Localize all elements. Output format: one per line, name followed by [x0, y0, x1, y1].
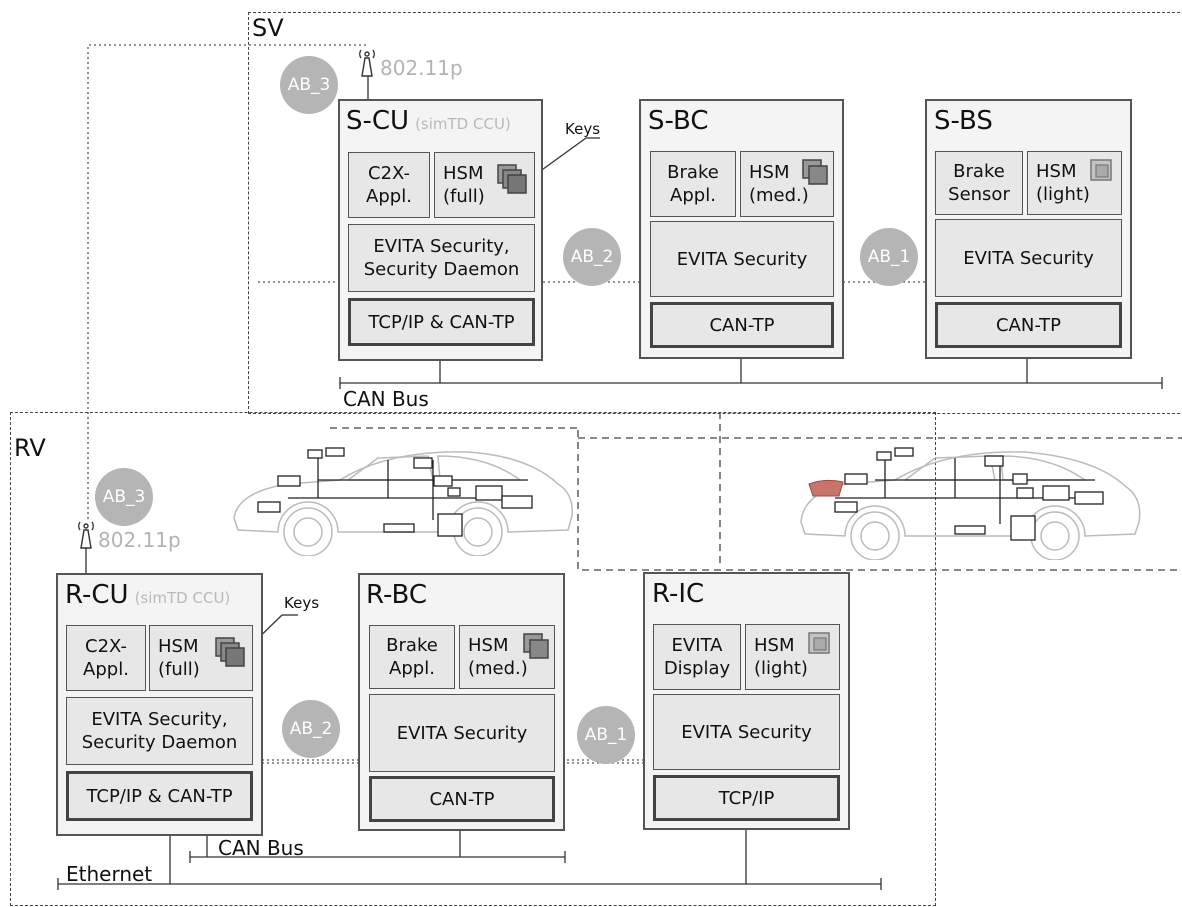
rv-zone-label: RV — [14, 434, 46, 462]
r-ic-hsm-box: HSM (light) — [745, 624, 840, 690]
sv-car-illustration — [800, 447, 1141, 560]
r-bc-transport-box: CAN-TP — [369, 776, 555, 822]
s-bs-transport-box: CAN-TP — [935, 302, 1122, 348]
r-cu-transport-box: TCP/IP & CAN-TP — [66, 771, 253, 821]
rv-car-illustration — [233, 447, 573, 556]
rv-keys-label: Keys — [284, 594, 320, 612]
s-bc-app-box: Brake Appl. — [650, 151, 736, 217]
sv-can-bus-label: CAN Bus — [343, 387, 429, 411]
r-ic-transport-box: TCP/IP — [653, 775, 840, 821]
sv-ab1-badge: AB_1 — [860, 228, 918, 286]
rv-ab2-badge: AB_2 — [282, 700, 340, 758]
r-cu-title: R-CU(simTD CCU) — [65, 580, 231, 610]
r-ic-hsm-label: HSM (light) — [754, 635, 808, 679]
sv-zone-label: SV — [252, 14, 284, 42]
r-bc-security-box: EVITA Security — [369, 694, 555, 772]
s-bc-security-box: EVITA Security — [650, 221, 834, 297]
r-bc-app-box: Brake Appl. — [369, 625, 455, 689]
r-ic-title: R-IC — [652, 579, 705, 609]
key-stack-icon — [496, 163, 528, 195]
sv-antenna-icon — [358, 44, 378, 78]
rv-ab3-badge: AB_3 — [95, 468, 153, 526]
sv-keys-label: Keys — [565, 120, 601, 138]
key-pair-icon — [801, 158, 829, 186]
s-bc-hsm-label: HSM (med.) — [749, 162, 809, 206]
r-bc-title: R-BC — [366, 580, 428, 610]
r-ic-app-box: EVITA Display — [653, 624, 741, 690]
r-cu-hsm-box: HSM (full) — [149, 625, 253, 691]
s-bs-security-box: EVITA Security — [935, 219, 1122, 297]
r-cu-subtitle: (simTD CCU) — [134, 589, 231, 607]
s-bs-hsm-box: HSM (light) — [1027, 151, 1122, 215]
rv-ethernet-label: Ethernet — [66, 862, 153, 886]
s-cu-hsm-label: HSM (full) — [443, 163, 485, 207]
s-cu-transport-box: TCP/IP & CAN-TP — [348, 298, 535, 346]
s-cu-title: S-CU(simTD CCU) — [346, 106, 511, 136]
s-cu-subtitle: (simTD CCU) — [415, 115, 511, 133]
key-single-icon — [1089, 158, 1117, 186]
s-bs-title: S-BS — [934, 106, 993, 136]
key-pair-icon — [522, 632, 550, 660]
s-bc-hsm-box: HSM (med.) — [740, 151, 834, 217]
rv-can-bus-label: CAN Bus — [218, 836, 304, 860]
key-stack-icon — [214, 636, 246, 668]
r-bc-hsm-label: HSM (med.) — [468, 635, 528, 679]
s-cu-hsm-box: HSM (full) — [434, 152, 535, 218]
s-cu-security-box: EVITA Security, Security Daemon — [348, 224, 535, 292]
rv-zone — [10, 412, 936, 906]
sv-80211p-label: 802.11p — [380, 56, 463, 80]
s-bc-transport-box: CAN-TP — [650, 302, 834, 348]
r-cu-hsm-label: HSM (full) — [158, 636, 200, 680]
rv-80211p-label: 802.11p — [98, 528, 181, 552]
rv-antenna-icon — [76, 516, 96, 550]
sv-ab3-badge: AB_3 — [280, 56, 338, 114]
sv-ab2-badge: AB_2 — [563, 228, 621, 286]
r-ic-security-box: EVITA Security — [653, 694, 840, 770]
s-bc-title: S-BC — [648, 106, 709, 136]
key-single-icon — [807, 631, 835, 659]
rv-ab1-badge: AB_1 — [577, 706, 635, 764]
s-cu-app-box: C2X- Appl. — [348, 152, 430, 218]
sv-zone — [248, 12, 1182, 414]
r-bc-hsm-box: HSM (med.) — [459, 625, 555, 689]
s-bs-app-box: Brake Sensor — [935, 151, 1023, 215]
s-bs-hsm-label: HSM (light) — [1036, 161, 1090, 205]
r-cu-app-box: C2X- Appl. — [66, 625, 146, 691]
r-cu-security-box: EVITA Security, Security Daemon — [66, 697, 253, 765]
